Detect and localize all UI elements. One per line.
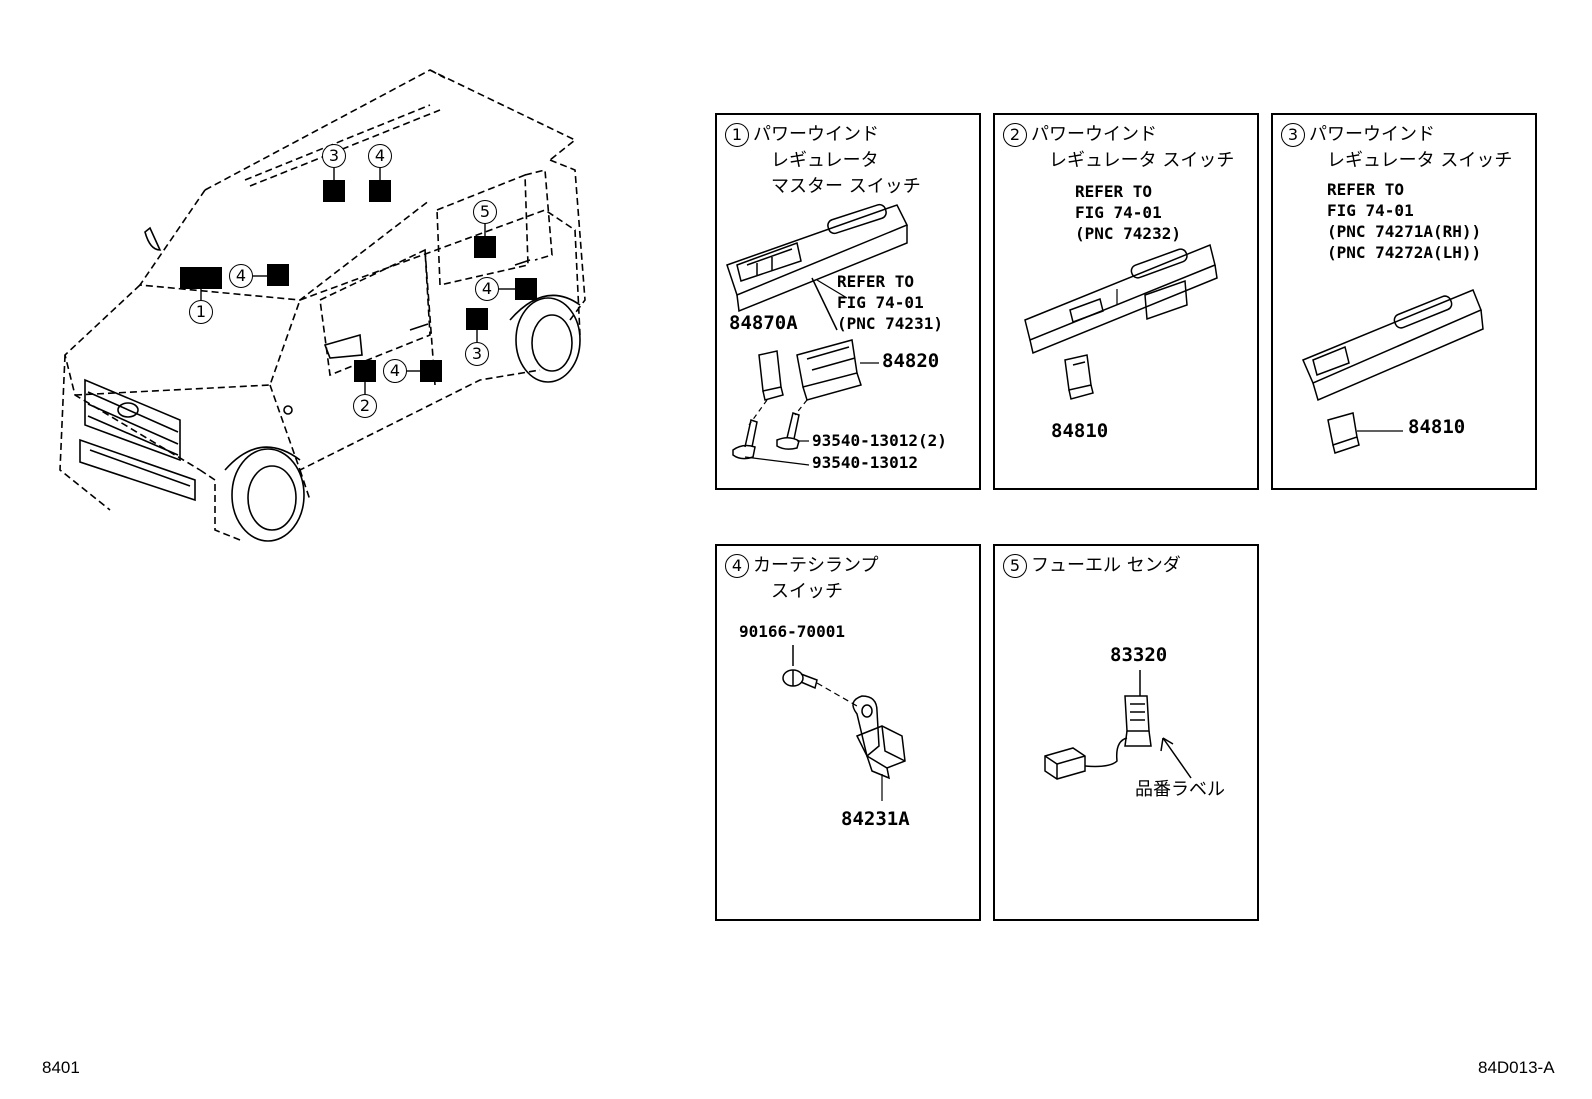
panel5-number: 5 — [1003, 554, 1027, 578]
panel1-number: 1 — [725, 123, 749, 147]
panel1-title-line2: レギュレータ — [771, 150, 879, 171]
illustration-code: 84D013-A — [1478, 1058, 1555, 1077]
part-84231A: 84231A — [841, 808, 910, 830]
panel4-title-line2: スイッチ — [771, 581, 843, 602]
part-number-label-callout: 品番ラベル — [1135, 779, 1225, 800]
vehicle-marker-1: 1 — [189, 300, 213, 324]
vehicle-marker-4-top: 4 — [368, 144, 392, 168]
part-84810-lh: 84810 — [1408, 416, 1466, 438]
part-83320: 83320 — [1110, 644, 1168, 666]
part-93540-13012-qty2: 93540-13012(2) — [812, 431, 947, 450]
panel3-refer-note: REFER TO FIG 74-01 (PNC 74271A(RH)) (PNC… — [1327, 180, 1482, 262]
vehicle-marker-3-rear: 3 — [465, 342, 489, 366]
part-84870A: 84870A — [729, 312, 798, 334]
part-90166-70001: 90166-70001 — [739, 622, 845, 641]
part-84810-rh: 84810 — [1051, 420, 1109, 442]
panel2-title-line2: レギュレータ スイッチ — [1049, 150, 1235, 171]
vehicle-marker-2: 2 — [353, 394, 377, 418]
panel2-number: 2 — [1003, 123, 1027, 147]
panel3-number: 3 — [1281, 123, 1305, 147]
panel1-title-line3: マスター スイッチ — [771, 176, 921, 197]
panel1-refer-note: REFER TO FIG 74-01 (PNC 74231) — [837, 272, 943, 333]
panel2-parts-art — [1024, 243, 1218, 400]
vehicle-marker-4-door: 4 — [383, 359, 407, 383]
panel4-number: 4 — [725, 554, 749, 578]
panel5-parts-art — [1044, 670, 1192, 780]
panel3-parts-art — [1302, 289, 1484, 454]
panel2-refer-note: REFER TO FIG 74-01 (PNC 74232) — [1075, 182, 1181, 243]
panel4-parts-art — [782, 645, 906, 801]
vehicle-marker-4-windshield: 4 — [229, 264, 253, 288]
part-93540-13012: 93540-13012 — [812, 453, 918, 472]
vehicle-marker-3-top: 3 — [322, 144, 346, 168]
figure-number: 8401 — [42, 1058, 80, 1077]
part-84820: 84820 — [882, 350, 940, 372]
panel3-title-line2: レギュレータ スイッチ — [1327, 150, 1513, 171]
panel1-parts-art — [726, 203, 909, 466]
vehicle-illustration — [59, 69, 586, 542]
vehicle-marker-4-rear: 4 — [475, 277, 499, 301]
vehicle-marker-5: 5 — [473, 200, 497, 224]
